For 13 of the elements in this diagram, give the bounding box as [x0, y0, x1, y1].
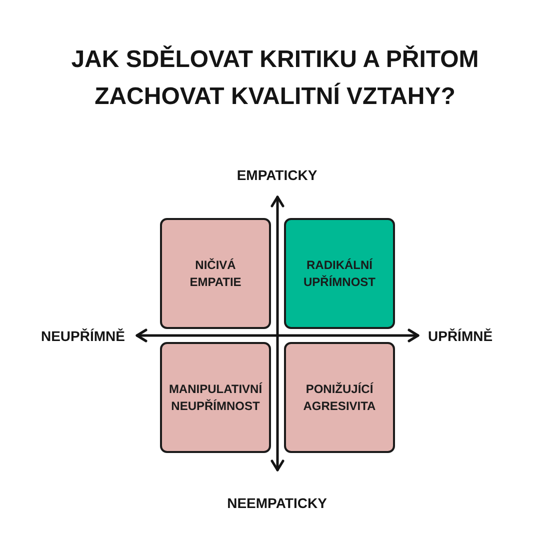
- quadrant-box: [284, 218, 395, 329]
- axis-label: NEUPŘÍMNĚ: [40, 327, 125, 345]
- quadrant-label: NIČIVÁ EMPATIE: [190, 256, 242, 290]
- quadrant-label: RADIKÁLNÍ UPŘÍMNOST: [304, 256, 376, 290]
- quadrant-label: PONIŽUJÍCÍ AGRESIVITA: [303, 380, 376, 414]
- quadrant-box: [284, 342, 395, 453]
- axis-label: UPŘÍMNĚ: [428, 327, 493, 345]
- quadrant-box: [160, 218, 271, 329]
- quadrant-label: MANIPULATIVNÍ NEUPŘÍMNOST: [168, 380, 262, 414]
- title: JAK SDĚLOVAT KRITIKU A PŘITOM ZACHOVAT KVALITNÍ VZTAHY?: [70, 44, 480, 112]
- axis-label: EMPATICKY: [236, 166, 318, 184]
- axis-label: NEEMPATICKY: [227, 494, 327, 512]
- quadrant-box: [160, 342, 271, 453]
